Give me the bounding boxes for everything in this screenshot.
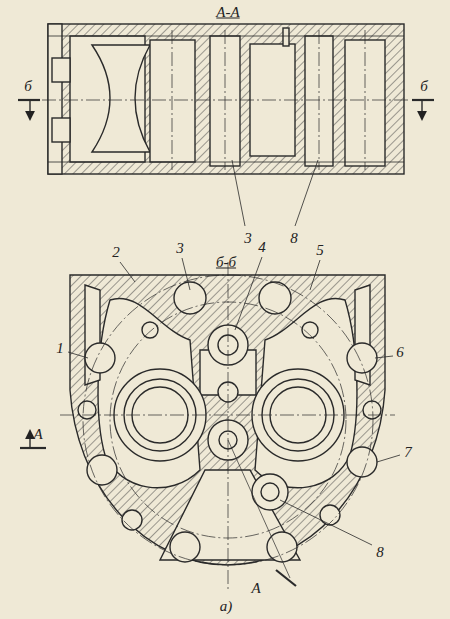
figure-caption: а)	[220, 599, 233, 614]
callout-number: б	[24, 79, 32, 94]
callout-number: А	[33, 427, 42, 442]
callout-number: 7	[404, 445, 412, 460]
callout-number: 1	[56, 341, 64, 356]
callout-number: 4	[258, 240, 266, 255]
section-body	[48, 24, 404, 174]
callout-number: 3	[244, 231, 252, 246]
callout-number: б	[420, 79, 428, 94]
callout-number: А	[251, 581, 260, 596]
callout-number: 3	[176, 241, 184, 256]
callout-number: 8	[290, 231, 298, 246]
callout-number: 2	[112, 245, 120, 260]
section-label: А-А	[216, 5, 239, 20]
plan-body	[70, 275, 385, 565]
section-label: б-б	[216, 255, 236, 270]
callout-number: 8	[376, 545, 384, 560]
callout-number: 6	[396, 345, 404, 360]
callout-number: 5	[316, 243, 324, 258]
